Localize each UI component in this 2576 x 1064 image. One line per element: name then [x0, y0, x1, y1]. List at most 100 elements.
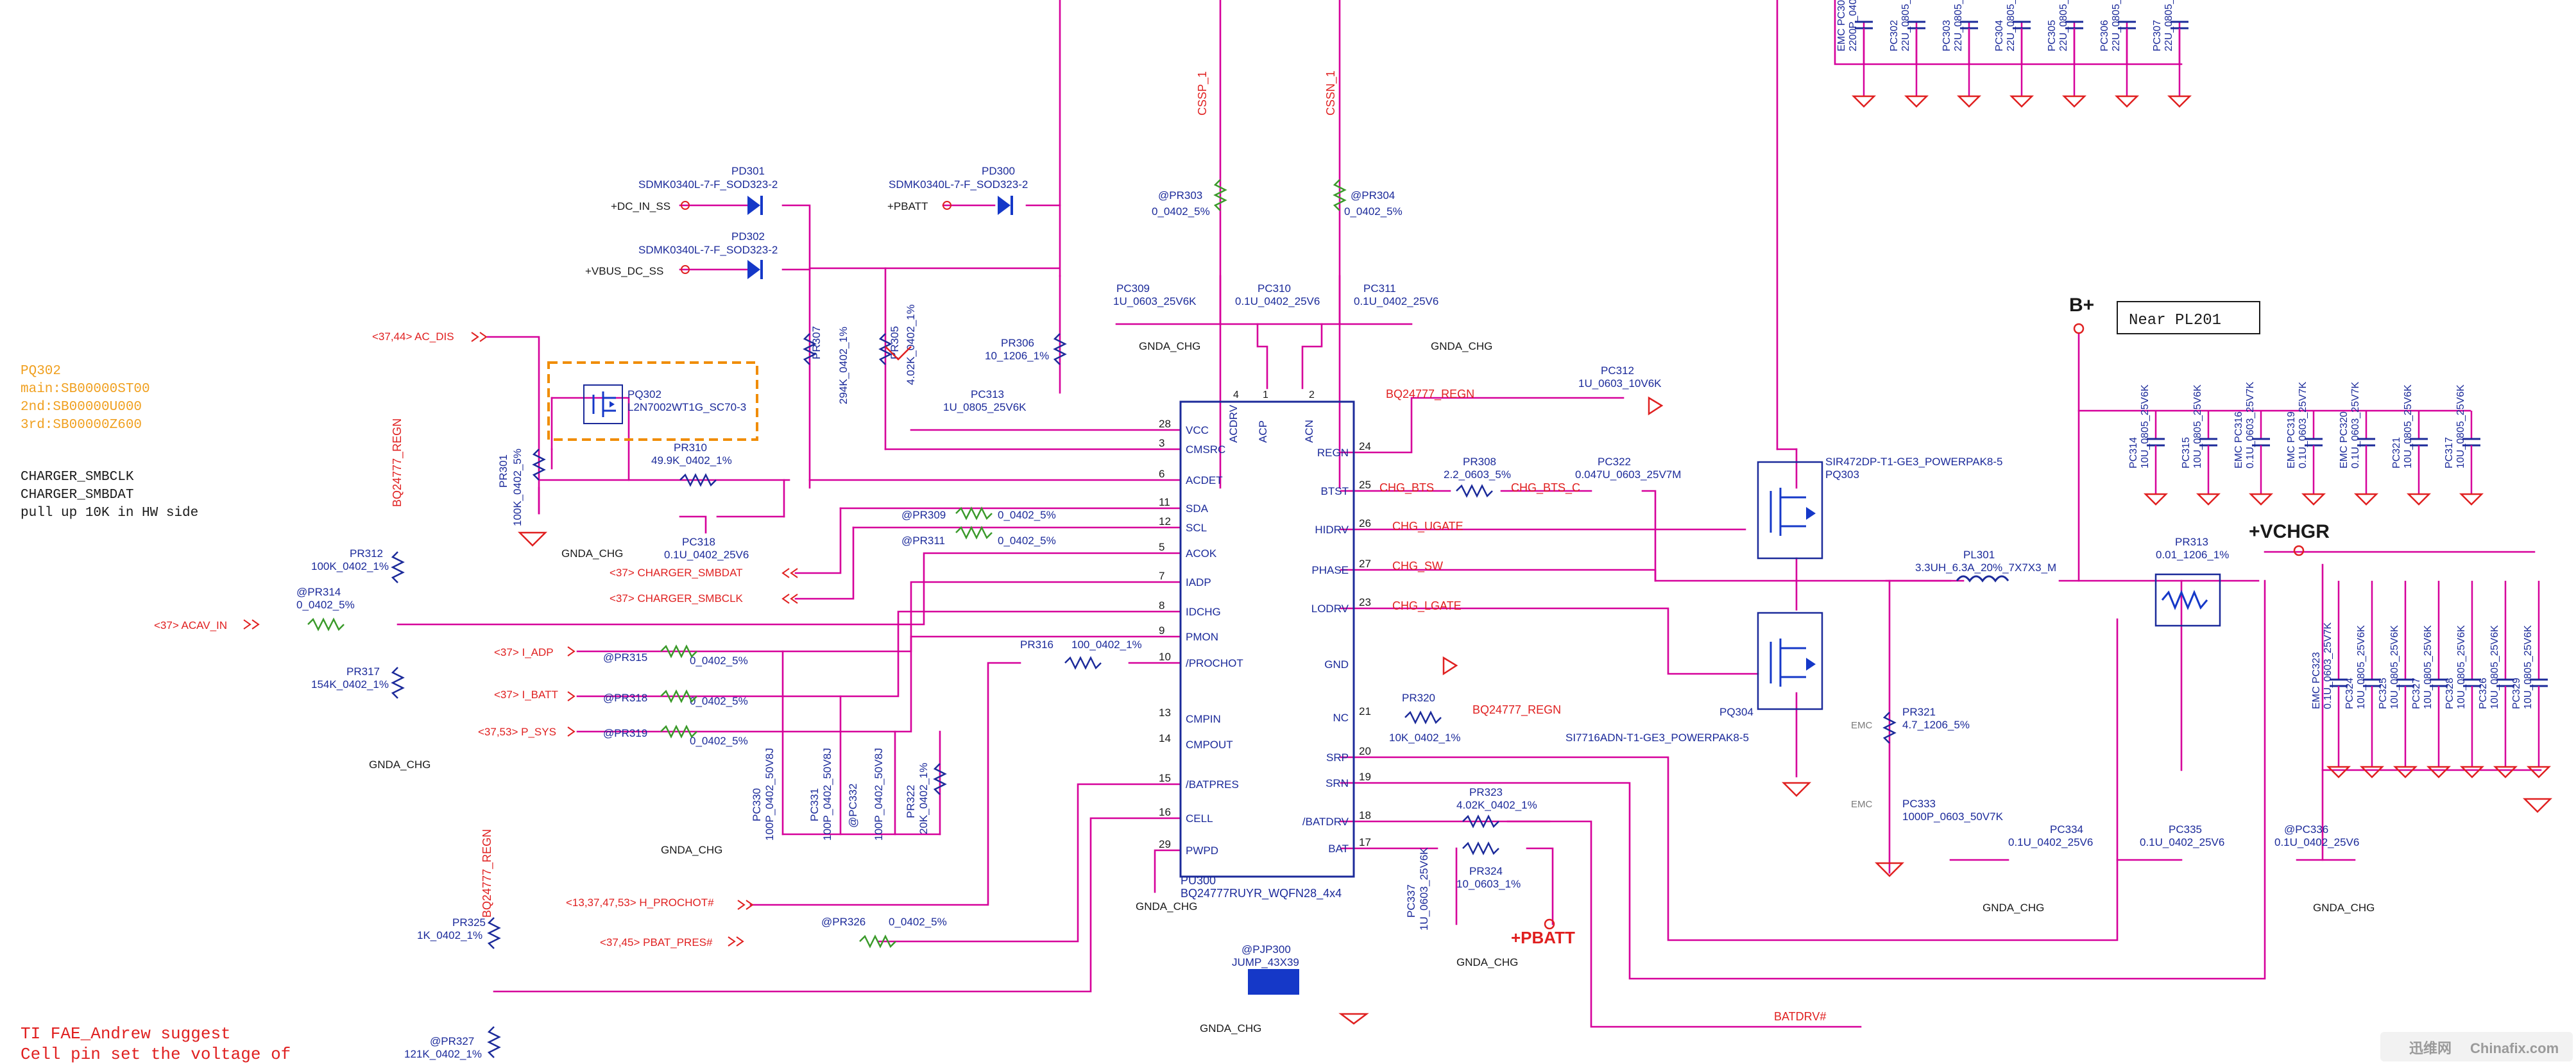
ground-icon	[2359, 766, 2385, 778]
notes-fae: TI FAE_Andrew suggest Cell pin set the v…	[21, 1024, 291, 1064]
note-line: 2nd:SB00000U000	[21, 400, 142, 415]
resistor-zigzag	[307, 617, 345, 631]
diode-ref: PD300	[982, 165, 1015, 177]
cap-value: 10U_0805_25V6K	[2489, 625, 2500, 709]
pc335-ref: PC335	[2169, 823, 2202, 836]
ground-icon	[2526, 766, 2552, 778]
cap-value: 22U_0805_25V	[1900, 0, 1911, 51]
cap-ref: EMC PC301	[1836, 0, 1847, 51]
pin-name: PMON	[1186, 631, 1218, 643]
pr310-ref: PR310	[674, 442, 707, 454]
note-line: pull up 10K in HW side	[21, 506, 198, 520]
pr301-value: 100K_0402_5%	[511, 449, 524, 526]
port-node	[681, 265, 690, 274]
pq302-symbol: PQ302 L2N7002WT1G_SC70-3	[583, 384, 746, 424]
pin-name: CMPIN	[1186, 713, 1221, 725]
near-label: Near PL201	[2129, 312, 2221, 329]
net-bq-regn-2: BQ24777_REGN	[1472, 703, 1561, 717]
offpage-psys: <37,53> P_SYS	[478, 726, 556, 738]
pc331-value: 100P_0402_50V8J	[821, 748, 833, 841]
pin-name: NC	[1333, 712, 1349, 724]
diode-symbol	[747, 260, 760, 279]
resistor-zigzag	[955, 526, 993, 540]
pr311-ref: @PR311	[901, 535, 945, 547]
emc-label: EMC	[1851, 720, 1873, 731]
rail-pbatt-bold: +PBATT	[1511, 928, 1575, 947]
cap-value: 10U_0805_25V6K	[2389, 625, 2400, 709]
cap-ref: PC302	[1889, 20, 1900, 51]
pc333-value: 1000P_0603_50V7K	[1902, 811, 2004, 823]
fet-outline	[583, 384, 623, 424]
pin-name: /BATPRES	[1186, 778, 1239, 791]
ground-icon	[2522, 798, 2553, 813]
ground-icon	[1338, 1013, 1369, 1025]
net-regn-left-2: BQ24777_REGN	[481, 829, 494, 918]
cap-value: 0.1U_0603_25V7K	[2323, 622, 2333, 709]
watermark-bg	[2380, 1032, 2573, 1061]
fet-arrow	[610, 401, 615, 408]
pc332-ref: @PC332	[847, 784, 859, 828]
pc337-ref: PC337	[1405, 884, 1417, 918]
gnda-label: GNDA_CHG	[1456, 956, 1518, 968]
pin-name: ACDET	[1186, 474, 1223, 486]
ground-icon	[2061, 95, 2087, 108]
resistor-symbols-blue	[391, 333, 1897, 1058]
cap-ref: PC327	[2411, 678, 2422, 709]
ground-icon	[1781, 782, 1812, 797]
resistor-zigzag	[532, 449, 546, 481]
pr316-value: 100_0402_1%	[1071, 639, 1142, 651]
ground-icon	[2353, 493, 2379, 506]
pr324-value: 10_0603_1%	[1456, 878, 1521, 890]
offpage-arrow	[728, 936, 744, 947]
pc334-ref: PC334	[2050, 823, 2083, 836]
pq304-part: SI7716ADN-T1-GE3_POWERPAK8-5	[1565, 732, 1749, 744]
pr307-ref: PR307	[810, 326, 823, 359]
pc322-ref: PC322	[1598, 456, 1631, 468]
jumper-pjp300: @PJP300 JUMP_43X39	[1232, 943, 1299, 995]
ground-icon	[2459, 493, 2484, 506]
pc322-value: 0.047U_0603_25V7M	[1575, 468, 1681, 481]
ground-icon	[1874, 862, 1905, 877]
cap-value: 22U_0805_25V	[2111, 0, 2122, 51]
offpage-arrow	[737, 900, 754, 910]
pin-number: 26	[1359, 517, 1371, 529]
pr312-ref: PR312	[350, 547, 383, 560]
cap-value: 22U_0805_25V	[2006, 0, 2017, 51]
resistor-zigzag	[1462, 814, 1499, 828]
pc312-value: 1U_0603_10V6K	[1578, 377, 1662, 390]
pr315-value: 0_0402_5%	[690, 655, 748, 667]
cap-value: 22U_0805_25V	[2163, 0, 2174, 51]
cap-ref: PC315	[2181, 437, 2192, 468]
pc333-ref: PC333	[1902, 798, 1936, 810]
ground-icon	[2248, 493, 2274, 506]
sense-resistor-pr313: PR313 0.01_1206_1%	[2154, 536, 2229, 627]
pin-name: VCC	[1186, 424, 1209, 436]
pr322-ref: PR322	[905, 785, 917, 818]
diode-ref: PD302	[731, 230, 765, 243]
gnda-label: GNDA_CHG	[1431, 340, 1492, 352]
fet-pq304-body	[1757, 612, 1823, 710]
resistor-zigzag	[1333, 179, 1347, 211]
cap-value: 10U_0805_25V6K	[2456, 625, 2467, 709]
watermark-cn: 迅维网	[2409, 1040, 2452, 1056]
pin-name: SRN	[1326, 777, 1349, 789]
near-box-frame	[2117, 301, 2260, 334]
pc311-value: 0.1U_0402_25V6	[1354, 295, 1438, 307]
component-labels: @PR303 0_0402_5% @PR304 0_0402_5% PC309 …	[296, 189, 2359, 1060]
pc311-ref: PC311	[1363, 282, 1396, 295]
pin-name: CMPOUT	[1186, 739, 1233, 751]
pc336-value: 0.1U_0402_25V6	[2274, 836, 2359, 848]
offpage-arrow	[781, 568, 798, 578]
pr313-ref: PR313	[2175, 536, 2208, 548]
ground-icon	[2301, 493, 2326, 506]
pr306-value: 10_1206_1%	[985, 350, 1049, 362]
pr307-value: 294K_0402_1%	[837, 327, 849, 404]
pin-number: 18	[1359, 809, 1371, 821]
pin-name: IDCHG	[1186, 606, 1221, 618]
notes-charger: CHARGER_SMBCLK CHARGER_SMBDAT pull up 10…	[21, 470, 198, 520]
diode-part: SDMK0340L-7-F_SOD323-2	[638, 244, 778, 256]
pin-number: 28	[1159, 418, 1171, 430]
fet-diode	[1806, 658, 1816, 671]
ground-symbols	[517, 346, 2553, 1025]
pr304-value: 0_0402_5%	[1344, 205, 1403, 218]
